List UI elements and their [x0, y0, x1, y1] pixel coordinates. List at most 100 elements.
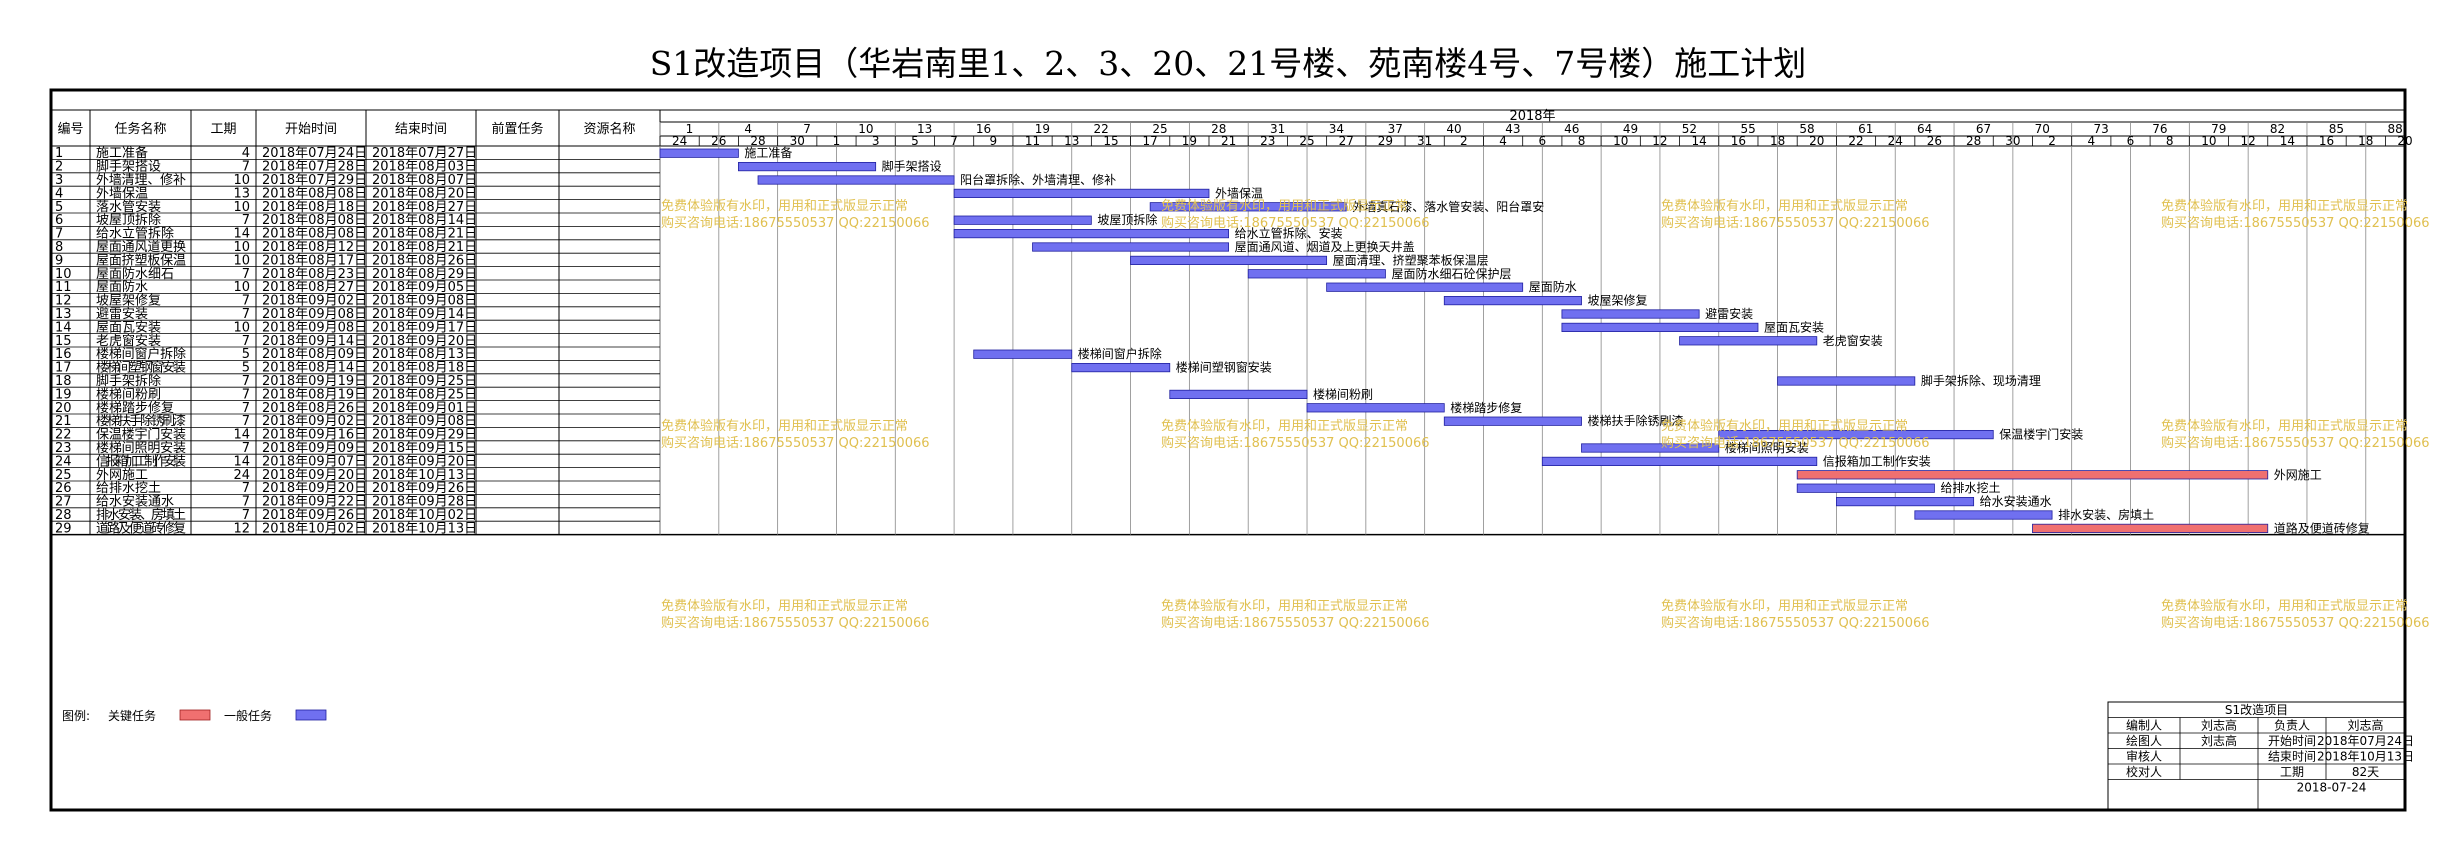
minor-tick-label: 20: [1809, 134, 1824, 148]
info-box-cell: 2018年10月13日: [2317, 750, 2414, 764]
task-end: 2018年08月13日: [372, 347, 477, 362]
column-header: 编号: [57, 122, 83, 137]
task-id: 22: [55, 428, 72, 443]
task-bar-label: 道路及便道砖修复: [2274, 520, 2370, 535]
major-tick-label: 34: [1329, 122, 1344, 136]
task-id: 24: [55, 454, 72, 469]
task-bar: [1561, 309, 1700, 319]
major-tick-label: 16: [976, 122, 991, 136]
info-box-cell: 刘志高: [2201, 718, 2237, 733]
task-name: 楼梯踏步修复: [96, 401, 174, 416]
task-end: 2018年09月29日: [372, 428, 477, 443]
info-box-cell: 编制人: [2126, 718, 2162, 733]
task-bar: [1443, 295, 1582, 306]
minor-tick-label: 10: [2201, 134, 2216, 148]
column-header: 开始时间: [285, 122, 337, 137]
task-bar-label: 给排水挖土: [1940, 480, 2000, 495]
task-bars: 施工准备脚手架搭设阳台罩拆除、外墙清理、修补外墙保温外墙真石漆、落水管安装、阳台…: [659, 146, 2370, 535]
task-bar-label: 楼梯间照明安装: [1725, 440, 1809, 455]
info-box-cell: 2018年07月24日: [2317, 734, 2414, 748]
task-id: 18: [55, 374, 72, 389]
minor-tick-label: 2: [1460, 134, 1468, 148]
minor-tick-label: 24: [672, 134, 687, 148]
info-box-cell: 工期: [2280, 765, 2304, 779]
minor-tick-label: 12: [2241, 134, 2256, 148]
info-box-cell: 开始时间: [2268, 734, 2316, 748]
column-header: 工期: [210, 122, 236, 137]
minor-tick-label: 18: [2358, 134, 2373, 148]
minor-tick-label: 7: [950, 134, 958, 148]
task-bar-label: 楼梯间粉刷: [1313, 386, 1373, 401]
task-end: 2018年08月03日: [372, 160, 477, 175]
legend-critical-swatch: [179, 709, 211, 721]
task-start: 2018年08月19日: [262, 387, 367, 402]
minor-tick-label: 8: [2166, 134, 2174, 148]
major-tick-label: 28: [1211, 122, 1226, 136]
major-tick-label: 37: [1388, 122, 1403, 136]
task-bar-label: 避雷安装: [1705, 306, 1753, 321]
task-start: 2018年08月27日: [262, 280, 367, 295]
task-name: 坡屋架修复: [96, 294, 161, 309]
task-name: 外网施工: [96, 468, 148, 483]
task-end: 2018年10月13日: [372, 468, 477, 483]
task-end: 2018年08月07日: [372, 173, 477, 188]
watermark-line: 购买咨询电话:18675550537 QQ:22150066: [2161, 215, 2430, 231]
task-duration: 7: [242, 387, 250, 402]
task-bar: [1169, 389, 1308, 400]
major-tick-label: 22: [1094, 122, 1109, 136]
watermark-line: 购买咨询电话:18675550537 QQ:22150066: [1161, 215, 1430, 231]
watermark-line: 免费体验版有水印，用用和正式版显示正常: [1161, 198, 1408, 214]
major-tick-label: 85: [2329, 122, 2344, 136]
task-end: 2018年09月17日: [372, 320, 477, 335]
outer-frame: [49, 88, 2407, 812]
task-id: 5: [55, 200, 63, 215]
task-start: 2018年09月16日: [262, 428, 367, 443]
task-bar: [953, 188, 1210, 198]
task-duration: 7: [242, 267, 250, 282]
task-name: 屋面挤塑板保温: [96, 253, 186, 268]
watermark-line: 购买咨询电话:18675550537 QQ:22150066: [1161, 435, 1430, 451]
minor-tick-label: 16: [1731, 134, 1746, 148]
task-id: 14: [55, 320, 72, 335]
task-bar: [1718, 429, 1994, 440]
minor-tick-label: 5: [911, 134, 919, 148]
task-duration: 7: [242, 307, 250, 322]
task-end: 2018年08月29日: [372, 267, 477, 282]
task-bar: [1306, 403, 1445, 413]
watermark-line: 购买咨询电话:18675550537 QQ:22150066: [2161, 435, 2430, 451]
watermark-line: 免费体验版有水印，用用和正式版显示正常: [2161, 598, 2408, 614]
minor-tick-label: 30: [790, 134, 805, 148]
task-duration: 10: [233, 240, 250, 255]
minor-tick-label: 11: [1025, 134, 1040, 148]
legend-normal-text: 一般任务: [224, 708, 272, 723]
year-label: 2018年: [1509, 109, 1555, 124]
task-name: 给水安装通水: [96, 495, 174, 510]
minor-tick-label: 6: [2127, 134, 2135, 148]
task-id: 25: [55, 468, 72, 483]
task-bar: [757, 175, 955, 185]
minor-tick-label: 6: [1538, 134, 1546, 148]
task-start: 2018年08月18日: [262, 200, 367, 215]
task-name: 保温楼宇门安装: [96, 428, 186, 443]
watermark-line: 免费体验版有水印，用用和正式版显示正常: [1661, 418, 1908, 434]
task-bar: [1679, 336, 1818, 346]
minor-tick-label: 10: [1613, 134, 1628, 148]
minor-tick-label: 3: [872, 134, 880, 148]
task-id: 12: [55, 294, 72, 309]
task-name: 屋面防水: [96, 279, 148, 295]
task-start: 2018年08月08日: [262, 213, 367, 228]
task-duration: 14: [233, 428, 250, 443]
task-start: 2018年08月12日: [262, 240, 367, 255]
task-start: 2018年09月22日: [262, 495, 367, 510]
minor-tick-label: 27: [1339, 134, 1354, 148]
task-duration: 14: [233, 454, 250, 469]
task-bar-label: 坡屋架修复: [1588, 293, 1648, 308]
info-box-cell: 82天: [2352, 765, 2379, 779]
info-box-frame: [2107, 701, 2406, 811]
info-box-cell: 审核人: [2126, 749, 2162, 764]
task-end: 2018年09月08日: [372, 414, 477, 429]
major-tick-label: 43: [1505, 122, 1520, 136]
